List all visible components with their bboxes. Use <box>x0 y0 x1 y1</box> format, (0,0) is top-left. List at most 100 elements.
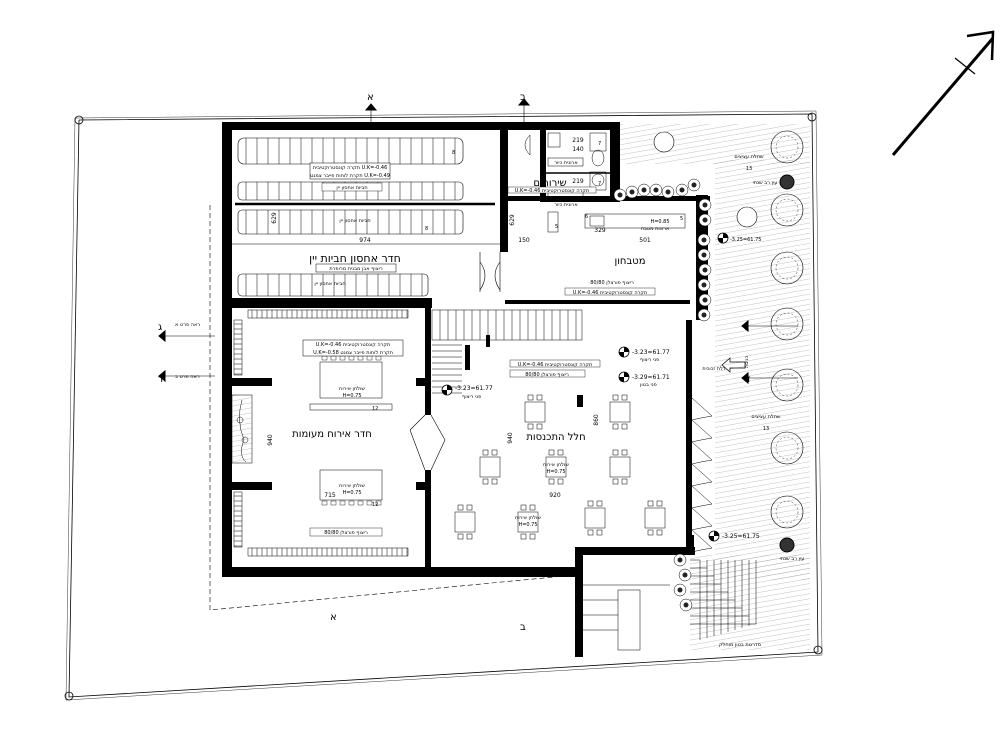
kitchen-floor: 80/80 ריצוף פורצלן <box>590 280 634 286</box>
svg-text:פני בטון: פני בטון <box>640 382 657 388</box>
chair <box>348 500 355 506</box>
stairs-label: מדרגות בטון מוחלק <box>719 642 761 648</box>
chair <box>520 533 527 540</box>
chair <box>491 449 498 456</box>
chair <box>621 449 628 456</box>
chair <box>339 500 346 506</box>
dim-storage-depth: 629 <box>271 212 278 224</box>
glass-panel <box>691 437 713 443</box>
wine-barrels <box>232 137 500 297</box>
garden-area-right <box>715 160 810 580</box>
dim-hall-h: 860 <box>593 414 600 426</box>
hall-ceiling: U.K=-0.46 תקרה קונסטרוקטיבית <box>518 362 593 368</box>
chair <box>457 533 464 540</box>
storage-door[interactable] <box>479 252 501 292</box>
hall-lower-table-h: H=0.75 <box>518 522 537 528</box>
dim-tasting-w: 715 <box>324 492 336 499</box>
chair <box>612 449 619 456</box>
barrels-label-3: חביות אחסון יין <box>314 281 345 287</box>
chair <box>612 394 619 401</box>
tasting-ceiling-1: U.K=-0.46 תקרה קונסטרוקטיבית <box>316 342 391 348</box>
tree-icon <box>775 436 799 460</box>
glass-doors[interactable] <box>691 397 713 553</box>
restroom-ceiling: U.K=-0.46 תקרה קונסטרוקטיבית <box>515 188 590 194</box>
table-icon <box>517 511 539 533</box>
section-mark-b-bottom: ב <box>520 622 526 633</box>
tasting-number-12b: 12 <box>372 502 378 508</box>
shelf-dividers <box>234 310 408 556</box>
section-mark-d-left: ד <box>158 374 164 385</box>
table-icon <box>479 456 501 478</box>
shrub-icon <box>691 182 697 188</box>
dim-tasting-d: 940 <box>267 434 274 446</box>
restrooms-title: שירותים <box>533 178 566 189</box>
tasting-room-door[interactable] <box>409 414 446 471</box>
tree-icon <box>775 373 799 397</box>
svg-text:-3.23=61.77: -3.23=61.77 <box>455 385 493 392</box>
svg-text:פני ריצוף: פני ריצוף <box>462 394 481 400</box>
chair <box>321 500 328 506</box>
hall-lower-table-label: שולחן אירוח <box>515 515 541 521</box>
chair <box>482 478 489 485</box>
level-marker-1: -3.25=61.75 <box>717 232 761 244</box>
sink-unit-2: ארונית כיור <box>554 202 577 208</box>
chair <box>557 478 564 485</box>
shrub-icon <box>702 217 708 223</box>
tasting-room-title: חדר אירוח מעומות <box>292 429 372 440</box>
glass-panel <box>691 529 713 549</box>
chair <box>612 423 619 430</box>
chair <box>587 500 594 507</box>
barrels-label-2: חביות אחסון יין <box>339 218 370 224</box>
dim-rest-w2: 219 <box>572 178 584 185</box>
glass-panel <box>691 481 713 487</box>
chair <box>482 449 489 456</box>
chair <box>366 355 373 361</box>
glass-panel <box>691 463 713 483</box>
planter-label-2: שתלת עציצים <box>751 414 781 420</box>
glass-panel <box>691 441 713 461</box>
glass-panel <box>691 507 713 527</box>
shrub-icon <box>629 189 635 195</box>
shrub-icon <box>677 587 683 593</box>
kitchen-ceiling: U.K=-0.46 תקרה קונסטרוקטיבית <box>573 290 648 296</box>
chair <box>529 533 536 540</box>
hall-center-table-h: H=0.75 <box>546 469 565 475</box>
table-icon <box>609 401 631 423</box>
chair <box>548 478 555 485</box>
hall-center-table-label: שולחן אירוח <box>543 462 569 468</box>
side-planter <box>231 394 253 464</box>
shrub-icon <box>679 187 685 193</box>
chair <box>621 478 628 485</box>
section-mark-a-bottom: א <box>330 612 337 623</box>
entrance-arrow-icon <box>721 357 746 373</box>
section-mark-d-right: ד <box>745 374 751 385</box>
trees <box>770 130 804 529</box>
table-icon <box>609 456 631 478</box>
dim-kitchen-d: 329 <box>594 227 606 234</box>
kitchen-number-4: 5 <box>555 224 558 230</box>
glass-panel <box>691 415 713 421</box>
chair <box>536 423 543 430</box>
wine-storage-floor: ריצוף אבן מבנית מרופרת <box>329 266 383 272</box>
shrub-icon <box>617 192 623 198</box>
kitchen-counter-label: ארונות מטבח <box>641 226 670 232</box>
chair <box>596 500 603 507</box>
chair <box>466 533 473 540</box>
garden-stairs-area <box>690 555 810 650</box>
chair <box>527 394 534 401</box>
planter-number-1: 13 <box>746 166 752 172</box>
restroom-fixtures <box>524 132 612 233</box>
kitchen-counter <box>584 213 686 229</box>
level-marker-2: -3.23=61.77 פני ריצוף <box>618 346 670 363</box>
chair <box>527 423 534 430</box>
tasting-table-h-2: H=0.75 <box>342 490 361 496</box>
level-marker-5: -3.25=61.75 <box>708 530 760 542</box>
basement-outline <box>209 205 576 611</box>
sink-unit-1: ארונית כיור <box>554 160 577 166</box>
tree-icon <box>775 198 799 222</box>
planter-number-2: 13 <box>763 426 769 432</box>
tree-icon <box>770 495 804 529</box>
restroom-number-7a: 7 <box>598 141 601 147</box>
tree-icon <box>775 135 799 159</box>
light-tree-icon <box>653 131 675 153</box>
